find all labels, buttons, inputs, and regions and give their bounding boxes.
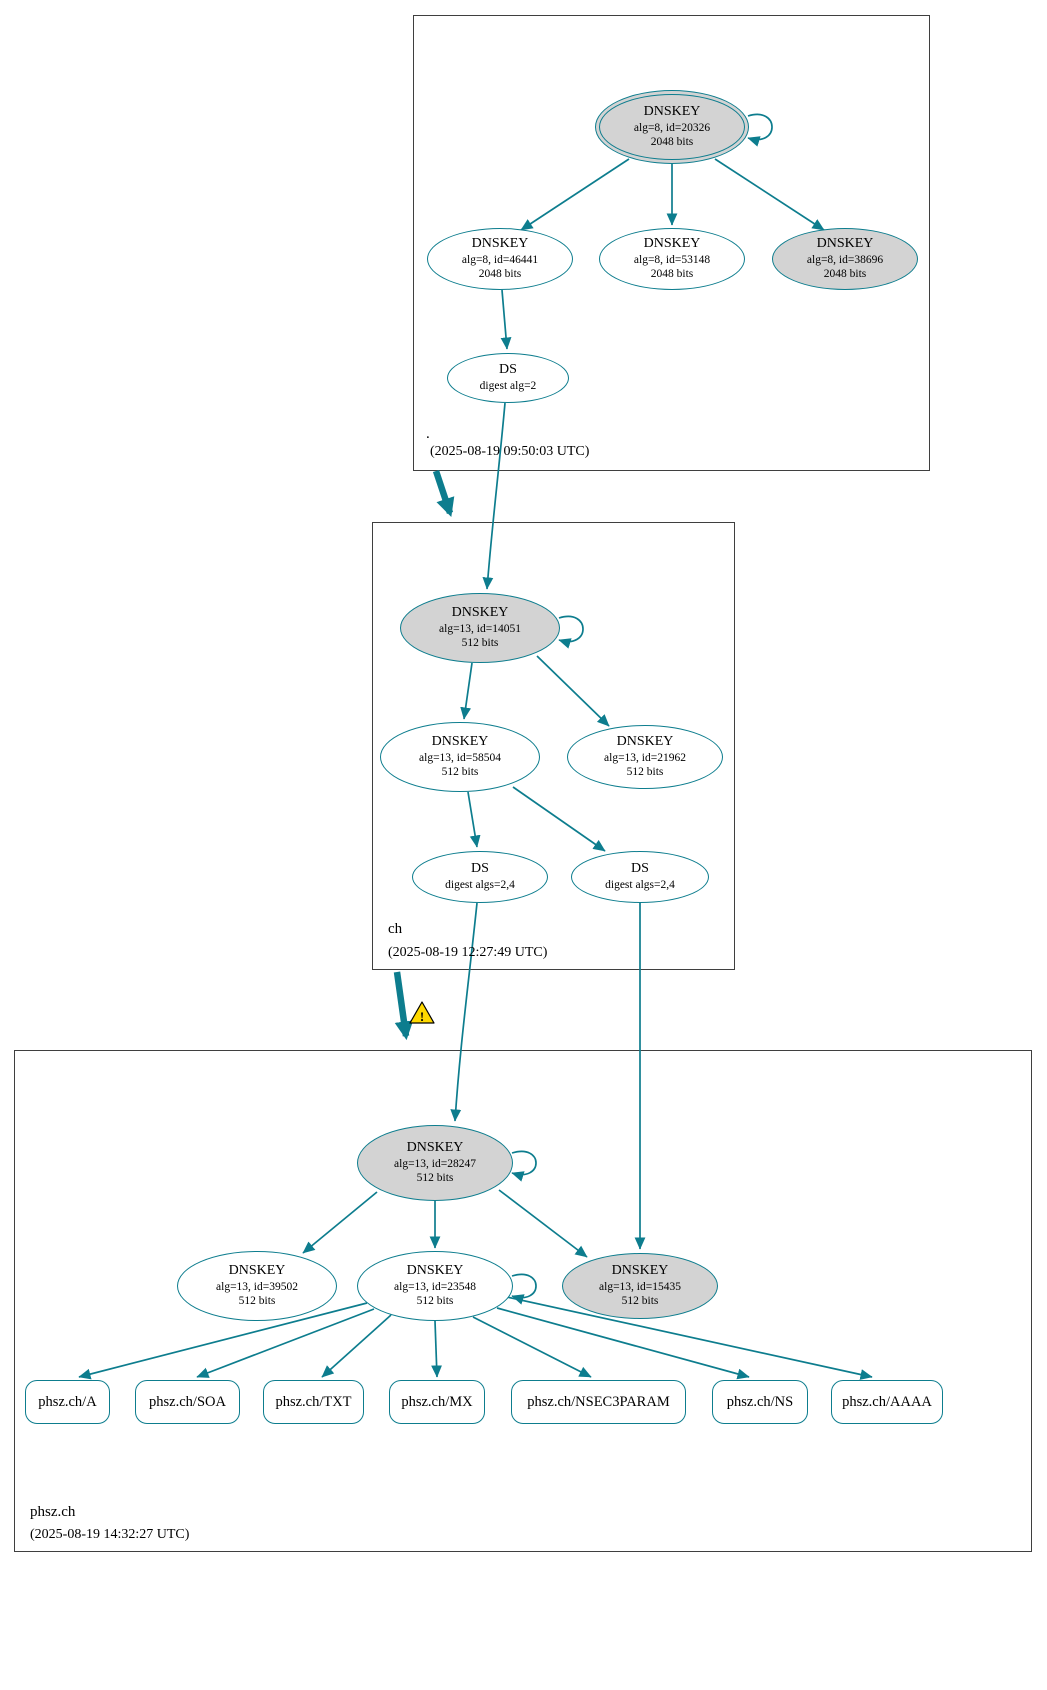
dnskey-meta: alg=8, id=38696	[806, 254, 884, 267]
rrset-phsz-ch-mx[interactable]: phsz.ch/MX	[389, 1380, 485, 1424]
dnskey-meta: alg=8, id=46441	[461, 254, 539, 267]
ds-meta: digest algs=2,4	[445, 879, 515, 892]
rrset-label: phsz.ch/A	[38, 1393, 97, 1410]
rrset-phsz-ch-nsec3param[interactable]: phsz.ch/NSEC3PARAM	[511, 1380, 686, 1424]
rrset-phsz-ch-soa[interactable]: phsz.ch/SOA	[135, 1380, 240, 1424]
dnskey-bits: 512 bits	[238, 1295, 276, 1308]
dnskey-node-21962[interactable]: DNSKEY alg=13, id=21962 512 bits	[567, 725, 723, 789]
dnskey-meta: alg=13, id=58504	[419, 752, 501, 765]
dnskey-node-28247[interactable]: DNSKEY alg=13, id=28247 512 bits	[357, 1125, 513, 1201]
dnskey-bits: 2048 bits	[823, 268, 867, 281]
dnskey-bits: 2048 bits	[650, 136, 694, 149]
dnskey-bits: 512 bits	[416, 1295, 454, 1308]
dnskey-meta: alg=13, id=39502	[216, 1281, 298, 1294]
dnskey-title: DNSKEY	[816, 236, 874, 252]
rrset-phsz-ch-a[interactable]: phsz.ch/A	[25, 1380, 110, 1424]
dnskey-meta: alg=13, id=21962	[604, 752, 686, 765]
dnskey-title: DNSKEY	[643, 236, 701, 252]
zone-timestamp-phsz-ch: (2025-08-19 14:32:27 UTC)	[30, 1527, 190, 1542]
ds-title: DS	[499, 362, 517, 378]
dnskey-node-39502[interactable]: DNSKEY alg=13, id=39502 512 bits	[177, 1251, 337, 1321]
ds-node-ch-right[interactable]: DS digest algs=2,4	[571, 851, 709, 903]
dnskey-bits: 512 bits	[621, 1295, 659, 1308]
dnskey-bits: 512 bits	[416, 1172, 454, 1185]
rrset-label: phsz.ch/NS	[726, 1393, 794, 1410]
zone-box-ch	[372, 522, 735, 970]
dnskey-title: DNSKEY	[643, 104, 701, 120]
rrset-phsz-ch-txt[interactable]: phsz.ch/TXT	[263, 1380, 364, 1424]
rrset-label: phsz.ch/SOA	[149, 1393, 226, 1410]
dnskey-meta: alg=13, id=15435	[599, 1281, 681, 1294]
dnskey-node-46441[interactable]: DNSKEY alg=8, id=46441 2048 bits	[427, 228, 573, 290]
rrset-label: phsz.ch/NSEC3PARAM	[527, 1393, 670, 1410]
dnskey-title: DNSKEY	[611, 1263, 669, 1279]
zone-label-phsz-ch: phsz.ch	[30, 1504, 76, 1520]
rrset-phsz-ch-ns[interactable]: phsz.ch/NS	[712, 1380, 808, 1424]
dnskey-node-23548[interactable]: DNSKEY alg=13, id=23548 512 bits	[357, 1251, 513, 1321]
zone-label-ch: ch	[388, 921, 403, 937]
dnskey-meta: alg=13, id=14051	[439, 623, 521, 636]
ds-title: DS	[471, 861, 489, 877]
dnskey-title: DNSKEY	[406, 1140, 464, 1156]
warning-icon: !	[409, 1001, 435, 1024]
dnskey-node-20326[interactable]: DNSKEY alg=8, id=20326 2048 bits	[595, 90, 749, 164]
dnskey-node-38696[interactable]: DNSKEY alg=8, id=38696 2048 bits	[772, 228, 918, 290]
dnskey-meta: alg=8, id=53148	[633, 254, 711, 267]
zone-box-phsz-ch	[14, 1050, 1032, 1552]
ds-node-ch-left[interactable]: DS digest algs=2,4	[412, 851, 548, 903]
rrset-label: phsz.ch/AAAA	[842, 1393, 932, 1410]
zone-label-root: .	[426, 426, 430, 442]
dnskey-title: DNSKEY	[228, 1263, 286, 1279]
edge-delegation-root-ch	[432, 469, 455, 517]
ds-node-root[interactable]: DS digest alg=2	[447, 353, 569, 403]
dnskey-title: DNSKEY	[451, 605, 509, 621]
dnskey-bits: 512 bits	[626, 766, 664, 779]
dnskey-node-15435[interactable]: DNSKEY alg=13, id=15435 512 bits	[562, 1253, 718, 1319]
dnskey-title: DNSKEY	[431, 734, 489, 750]
dnskey-bits: 2048 bits	[478, 268, 522, 281]
dnskey-meta: alg=8, id=20326	[633, 122, 711, 135]
dnskey-meta: alg=13, id=28247	[394, 1158, 476, 1171]
dnskey-title: DNSKEY	[471, 236, 529, 252]
dnskey-node-14051[interactable]: DNSKEY alg=13, id=14051 512 bits	[400, 593, 560, 663]
dnskey-title: DNSKEY	[616, 734, 674, 750]
dnskey-node-58504[interactable]: DNSKEY alg=13, id=58504 512 bits	[380, 722, 540, 792]
rrset-label: phsz.ch/TXT	[275, 1393, 352, 1410]
rrset-label: phsz.ch/MX	[401, 1393, 473, 1410]
dnskey-title: DNSKEY	[406, 1263, 464, 1279]
ds-meta: digest alg=2	[479, 380, 537, 393]
zone-box-root	[413, 15, 930, 471]
ds-title: DS	[631, 861, 649, 877]
dnskey-bits: 512 bits	[441, 766, 479, 779]
rrset-phsz-ch-aaaa[interactable]: phsz.ch/AAAA	[831, 1380, 943, 1424]
warning-mark: !	[420, 1009, 424, 1024]
zone-timestamp-ch: (2025-08-19 12:27:49 UTC)	[388, 945, 548, 960]
dnskey-node-53148[interactable]: DNSKEY alg=8, id=53148 2048 bits	[599, 228, 745, 290]
zone-timestamp-root: (2025-08-19 09:50:03 UTC)	[430, 444, 590, 459]
dnskey-bits: 512 bits	[461, 637, 499, 650]
dnskey-bits: 2048 bits	[650, 268, 694, 281]
ds-meta: digest algs=2,4	[605, 879, 675, 892]
dnskey-meta: alg=13, id=23548	[394, 1281, 476, 1294]
edge-delegation-ch-phsz	[393, 971, 414, 1041]
